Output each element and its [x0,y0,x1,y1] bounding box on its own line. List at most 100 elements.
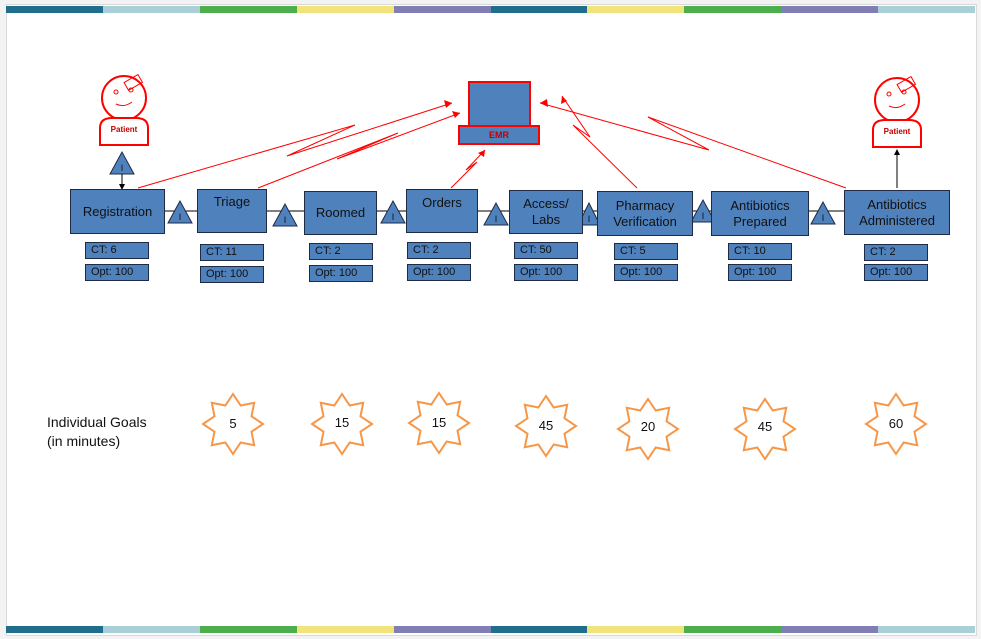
inventory-label: I [494,214,498,224]
inventory-label: I [391,212,395,222]
ct-box: CT: 50 [514,242,578,259]
stripe-segment [102,6,200,13]
inventory-triangle-icon [380,199,406,224]
process-box-antibiotics-prepared: Antibiotics Prepared [711,191,809,236]
goal-star-icon [514,394,578,458]
process-name: Antibiotics Prepared [730,197,790,229]
lightning-arrow-administered [539,102,847,189]
process-box-pharmacy-verification: Pharmacy Verification [597,191,693,236]
stripe-segment [199,626,297,633]
opt-box: Opt: 100 [514,264,578,281]
stripe-segment [102,626,200,633]
stripe-segment [199,6,297,13]
emr-monitor-icon [468,81,531,127]
stripe-segment [878,626,976,633]
inventory-triangle-icon [690,198,716,223]
inventory-triangle-icon [167,199,193,224]
goal-value: 15 [431,415,447,430]
process-box-orders: Orders [406,189,478,233]
stripe-segment [6,6,103,13]
ct-box: CT: 11 [200,244,264,261]
process-name: Pharmacy Verification [613,197,677,229]
patient-left-icon [99,75,149,146]
ct-box: CT: 5 [614,243,678,260]
electronic-info-arrows [137,95,847,189]
opt-box: Opt: 100 [200,266,264,283]
stripe-segment [6,626,103,633]
arrowheads [444,96,567,157]
opt-box: Opt: 100 [309,265,373,282]
lightning-arrow-pharmacy [561,95,638,189]
inventory-label: I [120,163,124,173]
patient-left-face-icon [113,73,144,107]
bottom-color-stripe [6,626,976,633]
stripe-segment [781,6,879,13]
goal-star-icon [864,392,928,456]
individual-goals-label: Individual Goals (in minutes) [47,414,147,449]
opt-box: Opt: 100 [407,264,471,281]
patient-right-face-icon [886,75,917,109]
stripe-segment [587,6,685,13]
opt-box: Opt: 100 [614,264,678,281]
lightning-arrow-registration [137,102,453,189]
inventory-triangle-icon [483,201,509,226]
process-box-antibiotics-administered: Antibiotics Administered [844,190,950,235]
stripe-segment [296,626,394,633]
goal-value: 60 [888,416,904,431]
stripe-segment [296,6,394,13]
patient-left-label: Patient [110,125,138,134]
inventory-label: I [587,214,591,224]
top-color-stripe [6,6,976,13]
patient-right-icon [872,77,922,148]
emr-keyboard-icon [458,125,540,145]
goal-value: 20 [640,419,656,434]
goal-star-icon [733,397,797,461]
goal-star-icon [407,391,471,455]
stripe-segment [490,626,588,633]
lightning-arrow-orders [450,149,486,189]
goal-value: 45 [538,418,554,433]
inventory-label: I [178,212,182,222]
inventory-label: I [701,211,705,221]
ct-box: CT: 2 [407,242,471,259]
opt-box: Opt: 100 [728,264,792,281]
ct-box: CT: 2 [309,243,373,260]
ct-box: CT: 6 [85,242,149,259]
lightning-arrow-triage [257,112,461,189]
process-name: Access/ Labs [523,196,569,227]
process-name: Roomed [315,205,366,220]
stripe-segment [684,626,782,633]
goal-star-icon [616,397,680,461]
ct-box: CT: 2 [864,244,928,261]
inventory-triangles [109,150,836,227]
goal-star-icon [201,392,265,456]
goal-value: 15 [334,415,350,430]
stripe-segment [684,6,782,13]
stripe-segment [490,6,588,13]
process-box-roomed: Roomed [304,191,377,235]
process-box-registration: Registration [70,189,165,234]
inventory-triangle-icon [272,202,298,227]
process-name: Orders [422,195,462,210]
inventory-label: I [283,215,287,225]
goal-star-icon [310,392,374,456]
stripe-segment [393,626,491,633]
process-box-triage: Triage [197,189,267,233]
stripe-segment [393,6,491,13]
opt-box: Opt: 100 [85,264,149,281]
opt-box: Opt: 100 [864,264,928,281]
process-name: Registration [82,203,153,219]
process-box-access-labs: Access/ Labs [509,190,583,234]
inventory-triangle-icon [577,201,601,226]
patient-right-label: Patient [883,127,911,136]
stripe-segment [781,626,879,633]
inventory-triangle-icon [810,200,836,225]
process-name: Triage [213,194,251,209]
goal-value: 5 [229,416,237,431]
inventory-label: I [821,213,825,223]
process-name: Antibiotics Administered [859,196,935,228]
emr-label: EMR [489,130,509,140]
ct-box: CT: 10 [728,243,792,260]
goal-value: 45 [757,419,773,434]
